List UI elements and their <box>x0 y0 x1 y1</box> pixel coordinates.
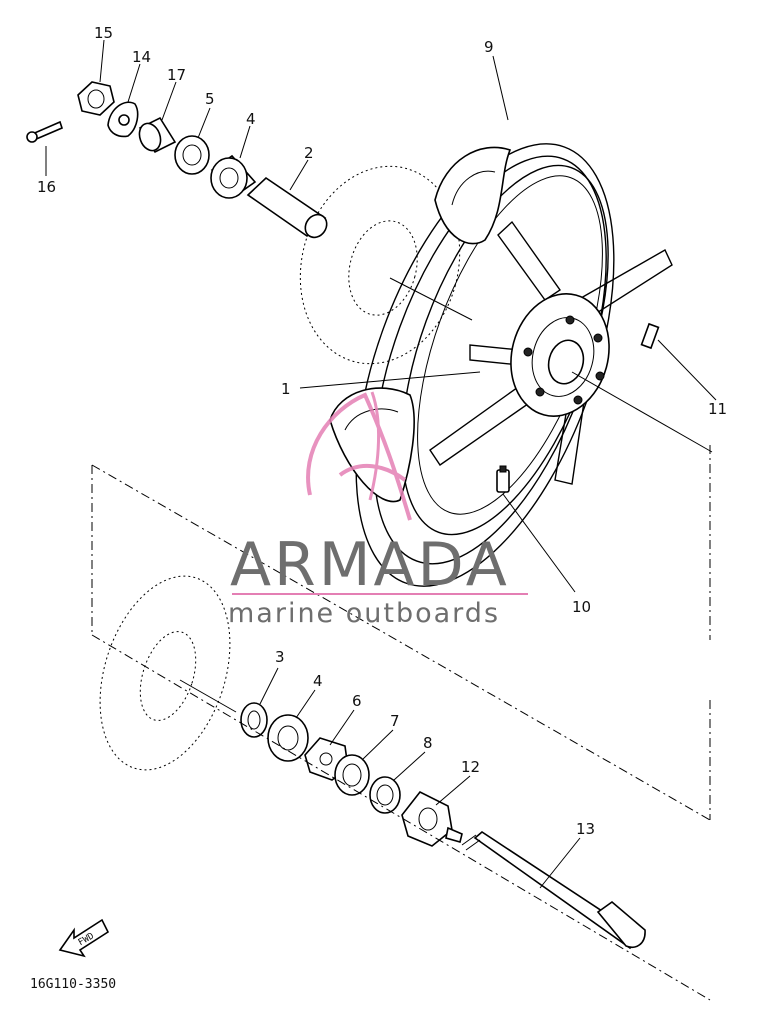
spacer-tube <box>246 176 328 239</box>
bearing-bottom <box>267 714 309 762</box>
callout-11: 11 <box>708 400 727 418</box>
callout-1: 1 <box>281 380 291 398</box>
callout-17: 17 <box>167 66 186 84</box>
upper-brake-disc <box>299 165 461 365</box>
callout-10: 10 <box>572 598 591 616</box>
oil-seal-top <box>174 135 210 175</box>
callout-4-bottom: 4 <box>313 672 323 690</box>
watermark-tagline: marine outboards <box>228 598 500 629</box>
callout-8: 8 <box>423 734 433 752</box>
callout-5: 5 <box>205 90 215 108</box>
callout-15: 15 <box>94 24 113 42</box>
assembly-guide-lines <box>91 445 711 1001</box>
meter-clutch <box>334 754 370 796</box>
callout-7: 7 <box>390 712 400 730</box>
oil-seal-meter <box>369 776 401 814</box>
callout-14: 14 <box>132 48 151 66</box>
cotter-pin <box>26 120 63 143</box>
lower-brake-disc <box>99 575 231 771</box>
wheel-axle <box>461 831 646 950</box>
forward-direction-arrow: FWD <box>58 918 110 958</box>
callout-13: 13 <box>576 820 595 838</box>
callout-9: 9 <box>484 38 494 56</box>
armada-logo-mark <box>306 391 412 521</box>
drawing-code: 16G110-3350 <box>30 977 116 992</box>
axle-nut <box>77 81 115 116</box>
part-callouts: 15 14 17 5 4 2 16 9 1 11 10 3 4 6 7 8 12… <box>37 24 727 838</box>
speedometer-clip <box>107 101 139 138</box>
oil-seal-bottom <box>240 702 268 738</box>
callout-12: 12 <box>461 758 480 776</box>
armada-watermark: ARMADA marine outboards <box>228 391 528 629</box>
callout-4-top: 4 <box>246 110 256 128</box>
bearing-top <box>210 154 257 199</box>
wheel-assembly <box>329 143 673 587</box>
callout-16: 16 <box>37 178 56 196</box>
callout-3: 3 <box>275 648 285 666</box>
speedometer-gear-unit <box>401 790 463 847</box>
callout-6: 6 <box>352 692 362 710</box>
collar <box>138 116 177 154</box>
watermark-brand: ARMADA <box>230 530 510 600</box>
callout-2: 2 <box>304 144 314 162</box>
leader-lines <box>45 39 717 889</box>
